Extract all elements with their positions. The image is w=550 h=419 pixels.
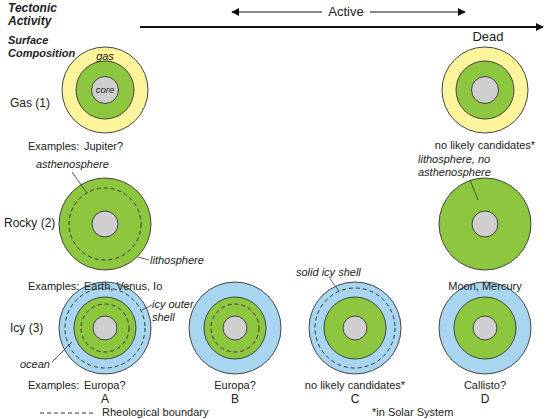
gas-layer xyxy=(442,47,528,133)
leader-line xyxy=(470,180,478,200)
rheological-boundary xyxy=(65,288,145,368)
examples-label: Examples: xyxy=(28,140,79,153)
legend-sample xyxy=(40,413,95,414)
core-circle xyxy=(472,77,499,104)
example-names: Moon, Mercury xyxy=(448,280,521,293)
rheological-boundary xyxy=(81,304,129,352)
rock-layer xyxy=(456,61,514,119)
axis-title: Tectonic Activity xyxy=(8,2,70,28)
rheological-boundary xyxy=(69,188,141,260)
example-names: no likely candidates* xyxy=(435,139,535,152)
ice-layer xyxy=(59,282,151,374)
icy-body-c xyxy=(309,282,401,374)
leader-line xyxy=(72,172,87,193)
core-circle xyxy=(93,316,117,340)
example-names: Jupiter? xyxy=(84,140,123,153)
gas-layer xyxy=(62,47,148,133)
legend-text: Rheological boundary xyxy=(102,406,208,419)
column-letter: C xyxy=(351,393,360,406)
column-letter: D xyxy=(481,393,490,406)
active-arrow xyxy=(370,11,465,12)
example-names: Europa? xyxy=(214,379,256,392)
column-letter: A xyxy=(101,393,109,406)
rock-layer xyxy=(76,61,134,119)
core-circle xyxy=(472,211,498,237)
leader-line xyxy=(330,279,339,291)
layer-callout: lithosphere xyxy=(150,254,204,267)
row-label: Rocky (2) xyxy=(4,217,55,230)
core-circle xyxy=(92,211,118,237)
row-label: Gas (1) xyxy=(10,97,50,110)
rock-layer xyxy=(454,297,516,359)
icy-body-d xyxy=(439,282,531,374)
core-circle xyxy=(343,316,367,340)
ice-layer xyxy=(309,282,401,374)
row-label: Icy (3) xyxy=(10,322,43,335)
example-names: Callisto? xyxy=(464,379,506,392)
layer-callout: asthenosphere xyxy=(36,158,109,171)
ice-layer xyxy=(439,282,531,374)
gas-dead-body xyxy=(442,47,528,133)
leader-line xyxy=(138,257,149,260)
rheological-boundary xyxy=(315,288,395,368)
example-names: no likely candidates* xyxy=(305,379,405,392)
axis-label: Active xyxy=(328,5,363,18)
rock-layer xyxy=(204,297,266,359)
examples-label: Examples: xyxy=(28,280,79,293)
rheological-boundary xyxy=(211,304,259,352)
layer-callout: ocean xyxy=(20,358,50,371)
examples-label: Examples: xyxy=(28,379,79,392)
leader-line xyxy=(52,342,72,362)
layer-label: core xyxy=(91,85,119,96)
footnote: *in Solar System xyxy=(372,406,453,419)
rock-layer xyxy=(74,297,136,359)
rock-layer xyxy=(324,297,386,359)
icy-body-a xyxy=(59,282,151,374)
layer-callout: lithosphere, no asthenosphere xyxy=(418,153,498,179)
core-circle xyxy=(223,316,247,340)
rocky-active-body xyxy=(59,178,151,270)
ice-layer xyxy=(189,282,281,374)
core-disc xyxy=(92,77,119,104)
axis-label: Dead xyxy=(472,30,503,43)
example-names: Earth, Venus, Io xyxy=(84,280,162,293)
rock-layer xyxy=(59,178,151,270)
axis-title: Surface Composition xyxy=(8,34,83,60)
rock-layer xyxy=(439,178,531,270)
active-arrow xyxy=(232,11,322,12)
core-circle xyxy=(473,316,497,340)
layer-callout: solid icy shell xyxy=(296,266,361,279)
layer-callout: icy outer shell xyxy=(152,298,202,324)
gas-giant-body: gascore xyxy=(62,47,148,133)
leader-line xyxy=(142,305,152,310)
example-names: Europa? xyxy=(84,379,126,392)
column-letter: B xyxy=(231,393,239,406)
core-circle: core xyxy=(91,76,119,104)
icy-body-b xyxy=(189,282,281,374)
activity-axis xyxy=(140,26,543,28)
rocky-dead-body xyxy=(439,178,531,270)
